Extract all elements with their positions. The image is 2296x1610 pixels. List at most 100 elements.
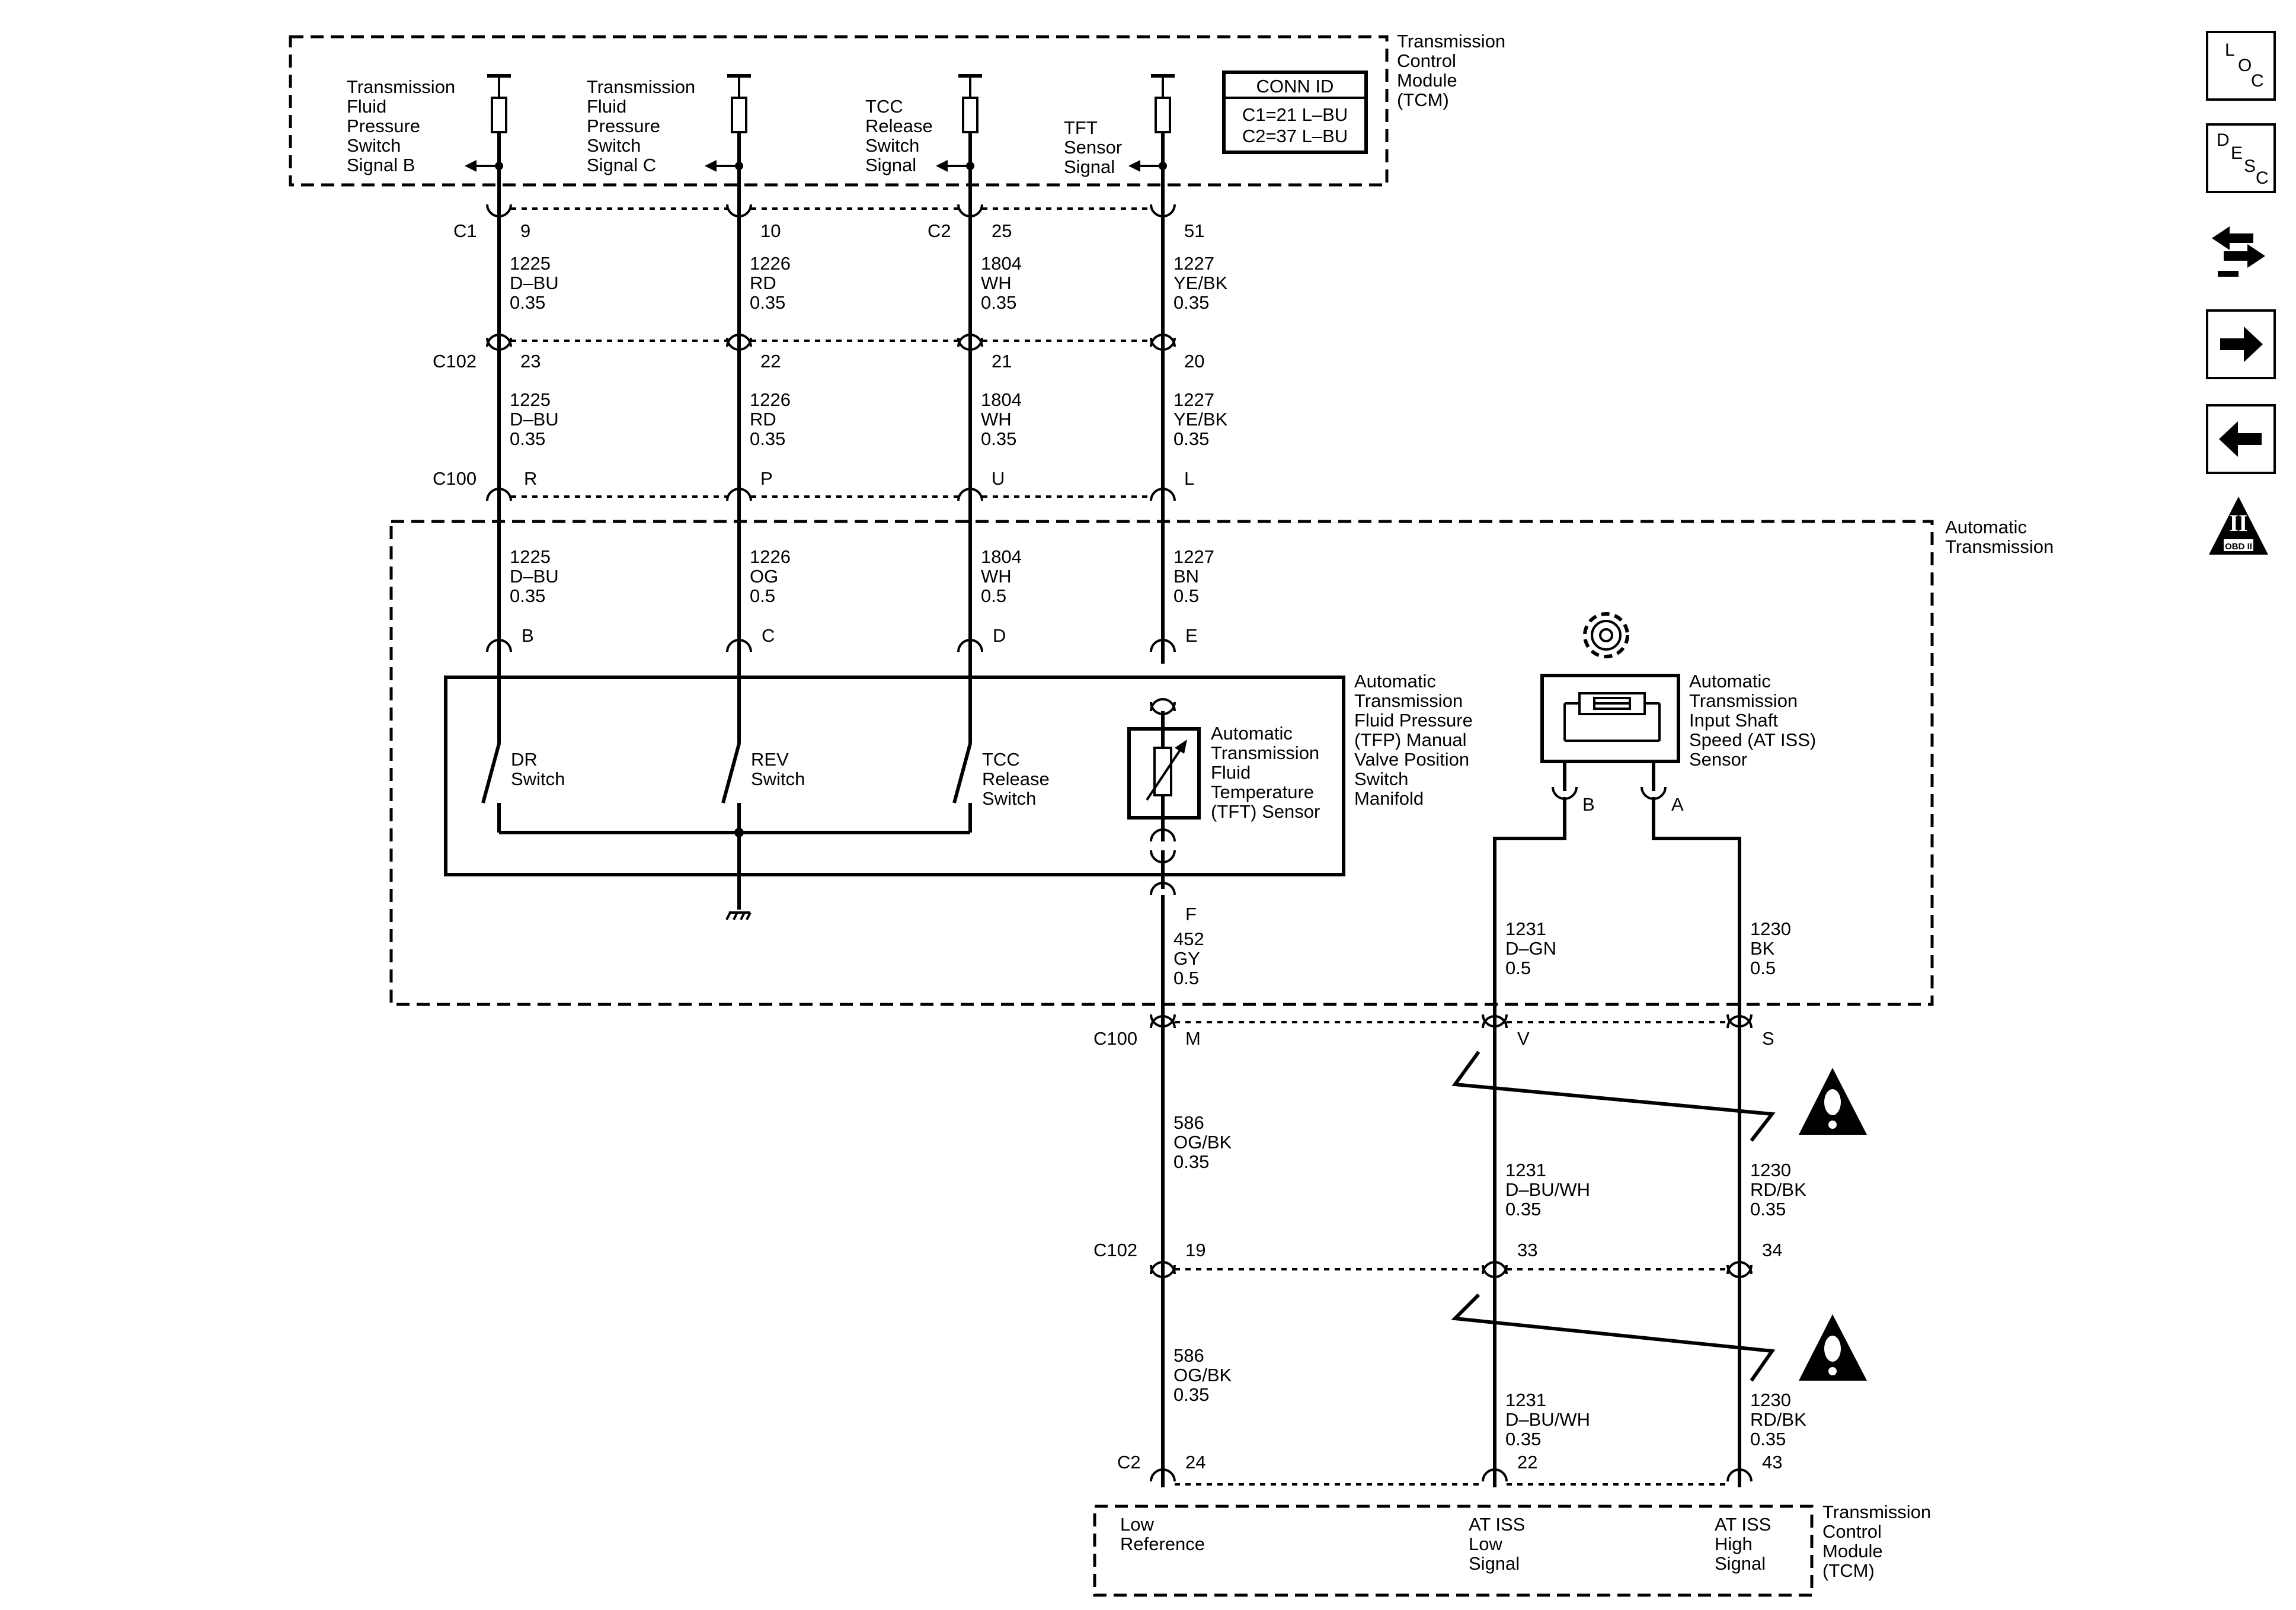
pin-label: V	[1517, 1028, 1530, 1049]
conn-id-c2: C2=37 L–BU	[1242, 126, 1348, 146]
pin-label: 23	[520, 351, 541, 372]
tcm-top-internals	[465, 74, 1175, 219]
pin-label: 20	[1184, 351, 1204, 372]
twisted-pair-lower	[1451, 1293, 1776, 1382]
ground-icon	[725, 911, 752, 920]
pin-label: 25	[992, 220, 1012, 241]
obd-label: OBD II	[2225, 542, 2252, 552]
upper-connector-arcs	[486, 204, 1176, 652]
transmission-label: Automatic Transmission	[1945, 517, 2054, 557]
at-iss-high-signal-label: AT ISS High Signal	[1715, 1514, 1776, 1574]
pin-label: L	[1184, 468, 1194, 489]
pin-label: A	[1671, 794, 1684, 815]
location-icon[interactable]: L O C	[2206, 31, 2276, 101]
signal-label-tfp-c: Transmission Fluid Pressure Switch Signa…	[587, 76, 701, 175]
pin-label: D	[993, 625, 1006, 646]
connector-c2: C2	[928, 220, 951, 241]
loc-letter: C	[2251, 71, 2264, 91]
connector-c2-lower: C2	[1117, 1452, 1141, 1473]
connector-c102-lower: C102	[1093, 1240, 1137, 1260]
pin-label: U	[992, 468, 1005, 489]
obd-numeral: II	[2229, 510, 2247, 536]
pin-label: P	[760, 468, 773, 489]
obd-ii-icon[interactable]: II OBD II	[2206, 493, 2276, 563]
connector-c100: C100	[433, 468, 477, 489]
pin-label: 21	[992, 351, 1012, 372]
upper-connector-labels: C1 C2 9 10 25 51 C102 23 22 21 20 C100 R…	[433, 220, 1204, 489]
twisted-pair-upper	[1451, 1051, 1776, 1142]
desc-letter: D	[2217, 130, 2230, 150]
tft-sensor	[1127, 698, 1201, 889]
pin-label: 51	[1184, 220, 1204, 241]
caution-icon	[1799, 1068, 1867, 1135]
rev-switch-blade	[721, 743, 741, 804]
upper-circuit-wires	[497, 209, 1165, 664]
tfp-manifold-box	[444, 676, 1345, 876]
tcm-bottom-module: Transmission Control Module (TCM) Low Re…	[1093, 1502, 1931, 1597]
loc-letter: L	[2225, 40, 2235, 60]
rev-switch-label: REV Switch	[751, 749, 805, 789]
at-iss-low-signal-label: AT ISS Low Signal	[1469, 1514, 1530, 1574]
tfp-manifold: Automatic Transmission Fluid Pressure (T…	[444, 664, 1478, 920]
pin-label: E	[1185, 625, 1198, 646]
tft-sensor-label: Automatic Transmission Fluid Temperature…	[1211, 723, 1325, 822]
pin-label: R	[524, 468, 537, 489]
pin-label: F	[1185, 904, 1197, 924]
tcm-top-module: Transmission Control Module (TCM) Transm…	[289, 31, 1505, 219]
arrow-right-icon[interactable]	[2206, 309, 2276, 379]
gear-icon	[1583, 612, 1629, 658]
connector-c100-lower: C100	[1093, 1028, 1137, 1049]
pin-label: M	[1185, 1028, 1201, 1049]
pin-label: 33	[1517, 1240, 1537, 1260]
pin-label: 22	[760, 351, 781, 372]
pin-label: 22	[1517, 1452, 1537, 1473]
desc-letter: E	[2231, 143, 2243, 163]
tfp-manifold-label: Automatic Transmission Fluid Pressure (T…	[1354, 671, 1478, 809]
arrow-left-icon[interactable]	[2206, 404, 2276, 474]
lower-connector-labels: C100 M V S C102 19 33 34 C2 24 22 43	[1093, 1028, 1782, 1473]
pin-label: 43	[1762, 1452, 1782, 1473]
tcm-top-boundary	[289, 35, 1389, 187]
pin-label: 19	[1185, 1240, 1205, 1260]
pin-label: B	[522, 625, 534, 646]
pin-label: 9	[520, 220, 530, 241]
pin-label: 34	[1762, 1240, 1782, 1260]
dr-switch-blade	[481, 743, 501, 804]
signal-label-tfp-b: Transmission Fluid Pressure Switch Signa…	[347, 76, 461, 175]
low-reference-label: Low Reference	[1120, 1514, 1205, 1554]
conn-id-box: CONN ID C1=21 L–BU C2=37 L–BU	[1222, 71, 1368, 154]
conn-id-title: CONN ID	[1256, 76, 1334, 97]
conn-id-c1: C1=21 L–BU	[1242, 104, 1348, 125]
iss-sensor: B A	[1493, 612, 1741, 1019]
description-icon[interactable]: D E S C	[2206, 123, 2276, 193]
pin-label: 24	[1185, 1452, 1205, 1473]
iss-sensor-label: Automatic Transmission Input Shaft Speed…	[1689, 671, 1821, 770]
dr-switch-label: DR Switch	[511, 749, 565, 789]
schematic-connector-icon[interactable]	[2206, 215, 2276, 284]
pin-label: 10	[760, 220, 781, 241]
